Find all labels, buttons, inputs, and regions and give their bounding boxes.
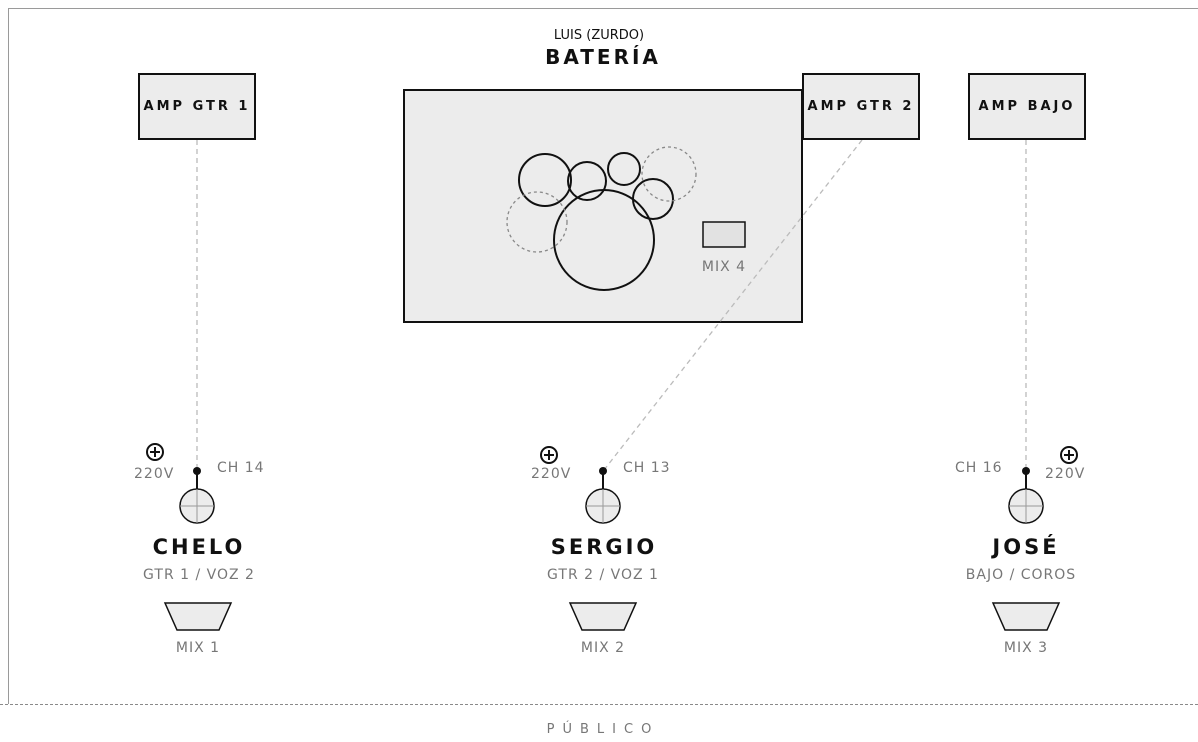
musician-role: GTR 1 / VOZ 2 [143,567,255,583]
power-label: 220V [134,466,175,482]
musician-role: BAJO / COROS [965,567,1077,583]
monitor-mix-label: MIX 2 [580,640,626,656]
drum-riser [403,89,803,323]
amp-gtr1-box: AMP GTR 1 [138,73,256,140]
musician-name: JOSÉ [992,535,1060,559]
drum-tom-2 [567,161,607,201]
drum-tom-1 [518,153,572,207]
monitor-wedge-icon [163,602,233,631]
musician-name: SERGIO [550,535,658,559]
drums-title: BATERÍA [545,45,661,69]
audience-label: PÚBLICO [546,722,660,737]
cable-amp-gtr2 [603,139,863,471]
power-label: 220V [531,466,572,482]
drum-monitor [702,221,746,248]
drum-tom-3 [607,152,641,186]
stage-area [8,8,1198,704]
monitor-mix-label: MIX 1 [175,640,221,656]
amp-bajo-box: AMP BAJO [968,73,1086,140]
musician-name: CHELO [152,535,246,559]
channel-label: CH 16 [955,460,1003,476]
musician-role: GTR 2 / VOZ 1 [547,567,659,583]
amp-gtr2-label: AMP GTR 2 [807,99,915,114]
monitor-wedge-icon [991,602,1061,631]
drum-floor-tom [632,178,674,220]
amp-gtr2-box: AMP GTR 2 [802,73,920,140]
drum-cymbal-1 [506,191,568,253]
channel-label: CH 13 [623,460,671,476]
drum-cymbal-2 [641,146,697,202]
power-label: 220V [1045,466,1086,482]
drum-monitor-label: MIX 4 [701,259,747,275]
channel-label: CH 14 [217,460,265,476]
monitor-mix-label: MIX 3 [1003,640,1049,656]
amp-bajo-label: AMP BAJO [978,99,1076,114]
stage-edge [0,704,1198,705]
amp-gtr1-label: AMP GTR 1 [143,99,251,114]
monitor-wedge-icon [568,602,638,631]
drummer-label: LUIS (ZURDO) [553,28,645,43]
